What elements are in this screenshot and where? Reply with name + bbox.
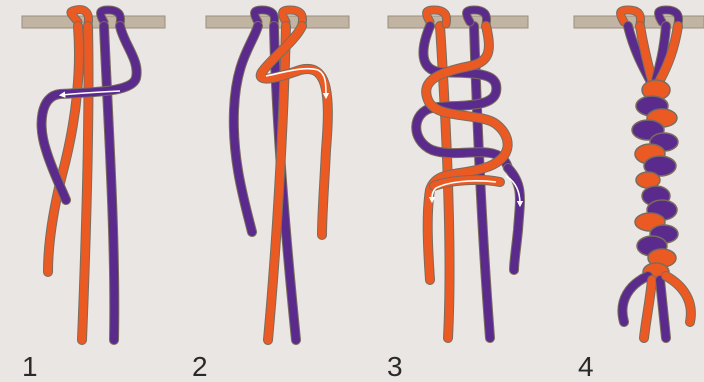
step-1-illustration <box>22 10 165 340</box>
spiral-knots <box>632 80 678 281</box>
step-2-illustration <box>206 10 349 340</box>
dowel <box>22 16 165 28</box>
dowel <box>388 16 528 28</box>
step-number-2: 2 <box>192 352 208 382</box>
step-3-illustration <box>388 10 528 338</box>
step-number-1: 1 <box>22 352 38 382</box>
upper-strands <box>628 26 678 80</box>
lower-strands <box>622 276 690 338</box>
step-number-4: 4 <box>578 352 594 382</box>
step-number-3: 3 <box>387 352 403 382</box>
knot-chain <box>416 26 520 280</box>
step-4-illustration <box>574 10 704 338</box>
